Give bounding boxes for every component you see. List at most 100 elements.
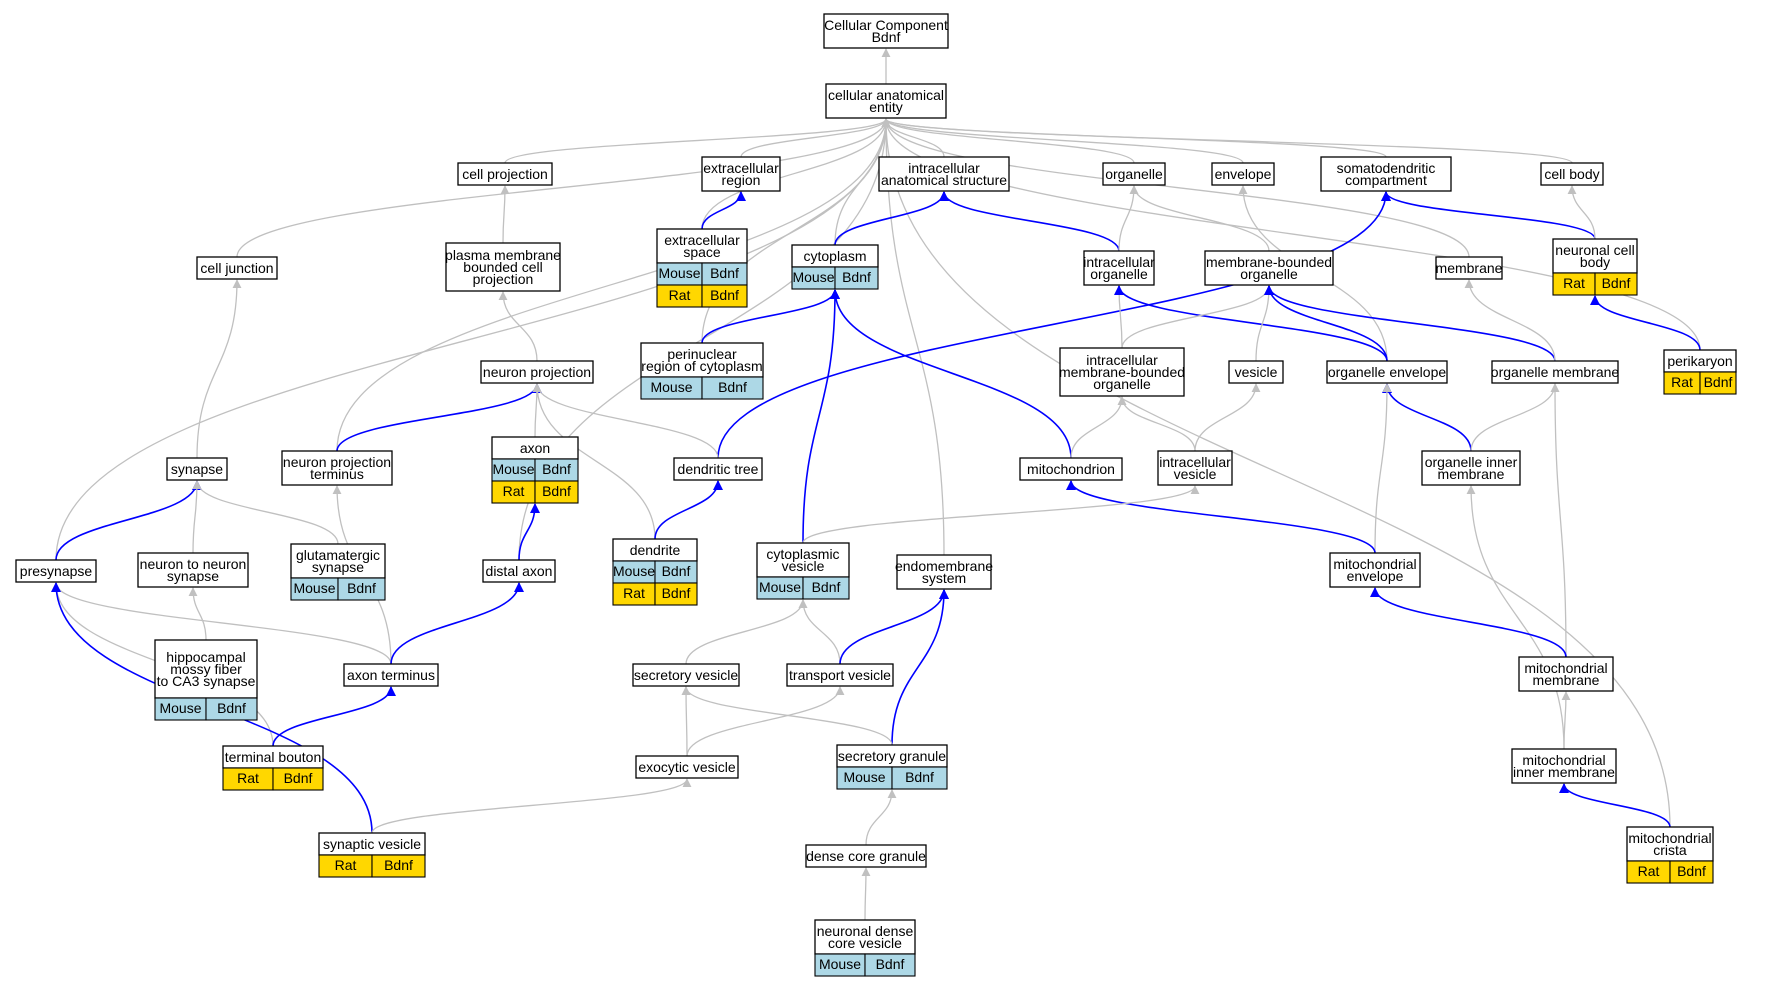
node-label-line: organelle (1093, 376, 1151, 392)
annotation-species: Rat (335, 857, 357, 873)
node-intves[interactable]: intracellularvesicleintracellular vesicl… (1157, 450, 1233, 486)
node-organelle[interactable]: organelleorganelle (1102, 162, 1166, 186)
node-distax[interactable]: distal axondistal axon (482, 559, 556, 583)
annotation-gene: Bdnf (1704, 374, 1733, 390)
node-mbo[interactable]: membrane-boundedorganellemembrane-bounde… (1204, 250, 1334, 286)
node-neuronproj[interactable]: neuron projectionneuron projection (480, 360, 594, 384)
annotation-gene: Bdnf (876, 956, 905, 972)
node-extreg[interactable]: extracellularregionextracellular region (701, 156, 781, 192)
node-endo[interactable]: endomembranesystemendomembrane system (895, 554, 993, 590)
node-oim[interactable]: organelle innermembraneorganelle inner m… (1421, 450, 1521, 486)
node-exoves[interactable]: exocytic vesicleexocytic vesicle (635, 755, 739, 779)
node-mitoenv[interactable]: mitochondrialenvelopemitochondrial envel… (1329, 552, 1421, 588)
node-orgmem[interactable]: organelle membraneorganelle membrane (1491, 360, 1620, 384)
edge-mitoinner-to-mitomem (1561, 691, 1571, 750)
node-mito[interactable]: mitochondrionmitochondrion (1019, 457, 1123, 481)
annotation-gene: Bdnf (842, 269, 871, 285)
node-envelope[interactable]: envelopeenvelope (1211, 162, 1275, 186)
node-box (1320, 156, 1452, 192)
edge-synapse-to-celljunction (196, 279, 242, 459)
annotation-gene: Bdnf (662, 585, 691, 601)
annotation-species: Rat (1671, 374, 1693, 390)
node-imbo[interactable]: intracellularmembrane-boundedorganellein… (1059, 347, 1185, 397)
node-label-line: extracellular (703, 160, 779, 176)
edge-oim-to-orgmem (1470, 383, 1560, 452)
node-label-line: intracellular (1083, 254, 1155, 270)
edge-perinuc-to-cytoplasm (701, 289, 840, 344)
node-vesicle[interactable]: vesiclevesicle (1228, 360, 1284, 384)
node-npt[interactable]: neuron projectionterminusneuron projecti… (281, 450, 393, 486)
node-intorg[interactable]: intracellularorganelleintracellular orga… (1083, 250, 1155, 286)
node-box (1552, 238, 1638, 274)
node-membrane[interactable]: membranemembrane (1435, 256, 1503, 280)
node-box (805, 844, 927, 868)
node-root[interactable]: Cellular ComponentBdnfCellular Component… (823, 13, 949, 49)
node-label-line: mitochondrial (1333, 556, 1416, 572)
node-somato[interactable]: somatodendriticcompartmentsomatodendriti… (1320, 156, 1452, 192)
node-box (480, 360, 594, 384)
node-n2n[interactable]: neuron to neuronsynapseneuron to neuron … (137, 552, 249, 588)
annotation-species: Mouse (293, 580, 335, 596)
node-label-line: mitochondrial (1522, 752, 1605, 768)
node-label-line: intracellular (908, 160, 980, 176)
node-label-line: space (683, 244, 721, 260)
annotation-gene: Bdnf (347, 580, 376, 596)
annotation-cell (534, 480, 579, 504)
edge-perikaryon-to-ncb (1590, 295, 1701, 351)
edge-orgmem-to-membrane (1464, 279, 1556, 362)
node-dcg[interactable]: dense core granuledense core granule (805, 844, 927, 868)
edge-celljunction-to-cae (236, 118, 891, 258)
node-label-line: terminal bouton (225, 749, 322, 765)
node-mitomem[interactable]: mitochondrialmembranemitochondrial membr… (1518, 656, 1614, 692)
node-label-line: to CA3 synapse (157, 673, 256, 689)
annotation-species: Mouse (650, 379, 692, 395)
node-synapse[interactable]: synapsesynapse (166, 457, 228, 481)
node-label-line: dense core granule (806, 848, 926, 864)
annotation-gene: Bdnf (217, 700, 246, 716)
node-box (1157, 450, 1233, 486)
node-presyn[interactable]: presynapsepresynapse (15, 559, 97, 583)
edge-ndcv-to-dcg (861, 867, 871, 921)
node-label-line: neuron projection (283, 454, 391, 470)
node-box (1211, 162, 1275, 186)
edge-exoves-to-secves (681, 686, 691, 757)
edge-dendrite-to-dendtree (654, 480, 723, 540)
edge-mito-to-cytoplasm (830, 289, 1072, 459)
node-label-line: mossy fiber (170, 661, 242, 677)
node-cae[interactable]: cellular anatomicalentitycellular anatom… (825, 83, 947, 119)
edge-envelope-to-cae (881, 118, 1244, 164)
node-label-line: presynapse (20, 563, 93, 579)
edge-cytves-to-intves (802, 485, 1200, 544)
node-celljunction[interactable]: cell junctioncell junction (196, 256, 278, 280)
node-dendtree[interactable]: dendritic treedendritic tree (673, 457, 763, 481)
annotation-cell (371, 854, 426, 878)
node-label-line: envelope (1347, 568, 1404, 584)
edge-neuronproj-to-pmbcp (498, 291, 538, 362)
node-cellproj[interactable]: cell projectioncell projection (457, 162, 553, 186)
edge-presyn-to-synapse (55, 480, 202, 561)
node-box (825, 83, 947, 119)
